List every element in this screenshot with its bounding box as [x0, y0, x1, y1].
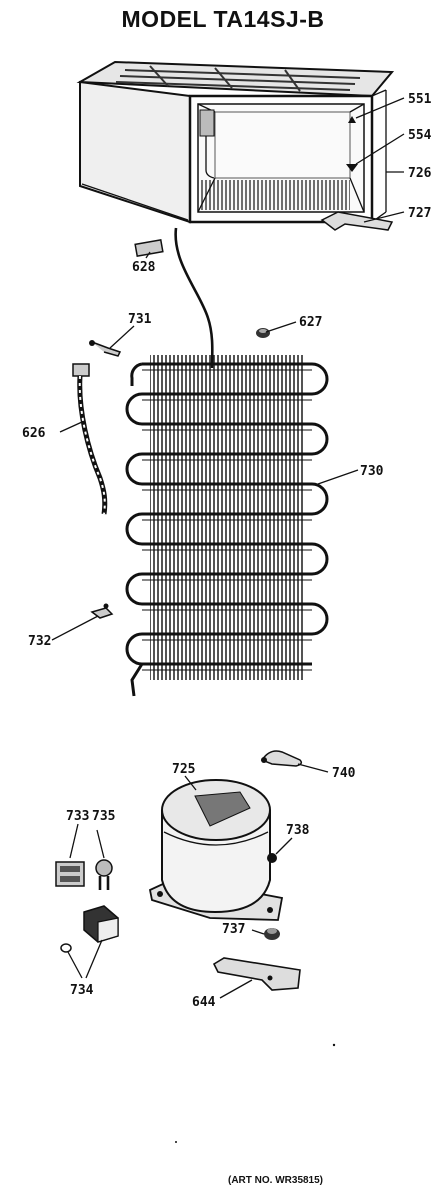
- page-title: MODEL TA14SJ-B: [121, 6, 325, 32]
- label-730: 730: [360, 464, 384, 479]
- label-732: 732: [28, 634, 51, 649]
- label-627: 627: [299, 315, 322, 330]
- label-731: 731: [128, 312, 152, 327]
- label-733: 733: [66, 809, 89, 824]
- bracket-727: [320, 211, 394, 231]
- clip-731: [89, 340, 122, 357]
- art-number: (ART NO. WR35815): [228, 1175, 324, 1186]
- grommet-738: [267, 853, 277, 863]
- grommet-737: [264, 928, 280, 940]
- relay-733: [55, 861, 85, 887]
- label-738: 738: [286, 823, 310, 838]
- label-554: 554: [408, 128, 432, 143]
- clip-732: [90, 603, 114, 619]
- overload-735: [95, 859, 113, 890]
- label-726: 726: [408, 166, 432, 181]
- capillary-tube: [174, 227, 214, 369]
- label-644: 644: [192, 995, 216, 1010]
- label-734: 734: [70, 983, 94, 998]
- label-628: 628: [132, 260, 156, 275]
- label-626: 626: [22, 426, 46, 441]
- bracket-644: [212, 957, 301, 991]
- label-740: 740: [332, 766, 356, 781]
- label-735: 735: [92, 809, 115, 824]
- label-725: 725: [172, 762, 195, 777]
- leader-lines: [51, 97, 405, 999]
- cabinet-liner: [76, 60, 395, 224]
- label-551: 551: [408, 92, 432, 107]
- label-737: 737: [222, 922, 245, 937]
- clip-628: [134, 238, 164, 258]
- compressor: [148, 779, 284, 921]
- label-727: 727: [408, 206, 431, 221]
- terminal-cover-734: [60, 905, 119, 953]
- grommet-627: [256, 328, 270, 338]
- condenser-coil: [125, 355, 329, 697]
- drain-tube-626: [72, 363, 108, 515]
- clip-740: [260, 750, 303, 767]
